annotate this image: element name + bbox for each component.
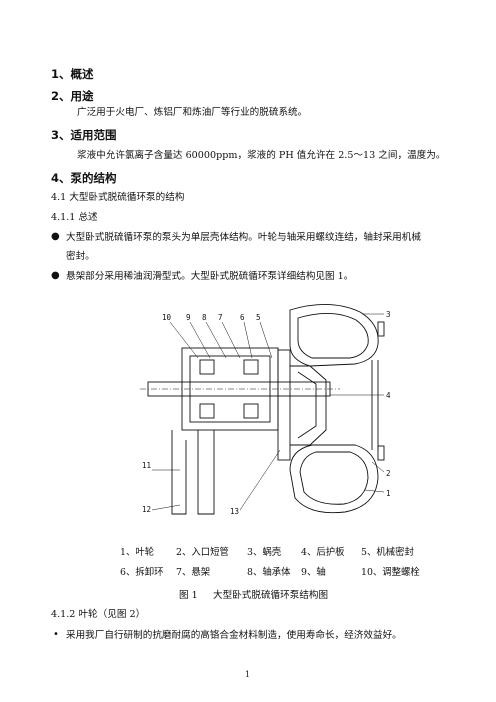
callout-8: 8: [202, 313, 207, 322]
flange-block: [377, 445, 385, 461]
back-liner-shape: [277, 349, 291, 461]
pump-structure-drawing: 10 9 8 7 6 5 3 4 2 1 11 12 13: [140, 304, 391, 516]
figure-caption-number: 图 1: [179, 590, 198, 601]
bullet-filled-icon: ●: [51, 270, 60, 281]
leader-line: [259, 321, 273, 359]
support-leg-shape: [171, 430, 187, 515]
legend-item: 5、机械密封: [361, 547, 414, 558]
leader-line: [189, 321, 211, 359]
support-leg-shape: [197, 430, 215, 515]
usage-text: 广泛用于火电厂、炼铝厂和炼油厂等行业的脱硫系统。: [77, 107, 308, 118]
heading-scope: 3、适用范围: [51, 128, 117, 142]
callout-2: 2: [386, 469, 391, 478]
bearing-shape: [243, 359, 259, 375]
bullet-filled-icon: ●: [51, 231, 60, 242]
leader-line: [151, 504, 181, 511]
legend-item: 9、轴: [301, 567, 326, 578]
callout-13: 13: [230, 507, 239, 516]
callout-7: 7: [218, 313, 223, 322]
scope-text: 浆液中允许氯离子含量达 60000ppm，浆液的 PH 值允许在 2.5～13 …: [77, 150, 446, 161]
leader-line: [243, 321, 253, 359]
page-number: 1: [245, 670, 251, 679]
legend-item: 3、蜗壳: [247, 547, 282, 558]
callout-5: 5: [256, 313, 261, 322]
bullet-2: 悬架部分采用稀油润滑型式。大型卧式脱硫循环泵详细结构见图 1。: [66, 271, 354, 282]
bullet-1-line-2: 密封。: [66, 251, 95, 262]
callout-9: 9: [186, 313, 191, 322]
bullet-1-line-1: 大型卧式脱硫循环泵的泵头为单层壳体结构。叶轮与轴采用螺纹连结，轴封采用机械: [66, 232, 421, 243]
subheading-4-1-2: 4.1.2 叶轮（见图 2）: [51, 609, 146, 620]
bearing-shape: [199, 403, 215, 419]
legend-item: 7、悬架: [176, 567, 211, 578]
flange-block: [377, 321, 385, 337]
leader-line: [364, 489, 385, 493]
leader-line: [169, 321, 199, 359]
bearing-shape: [199, 359, 215, 375]
bullet-3: 采用我厂自行研制的抗磨耐腐的高铬合金材料制造，使用寿命长，经济效益好。: [66, 630, 402, 641]
volute-upper-inner-shape: [297, 313, 369, 359]
callout-11: 11: [142, 461, 151, 470]
volute-lower-shape: [289, 444, 379, 514]
callout-6: 6: [240, 313, 245, 322]
callout-3: 3: [386, 310, 391, 319]
legend-item: 8、轴承体: [247, 567, 291, 578]
callout-12: 12: [142, 505, 151, 514]
callout-4: 4: [386, 391, 391, 400]
legend-item: 4、后护板: [301, 547, 345, 558]
bearing-shape: [243, 403, 259, 419]
leader-line: [205, 321, 227, 359]
heading-usage: 2、用途: [51, 89, 94, 103]
impeller-inner-shape: [297, 371, 317, 439]
leader-line: [371, 461, 385, 473]
volute-lower-inner-shape: [299, 451, 369, 505]
leader-line: [239, 449, 281, 511]
subheading-4-1-1: 4.1.1 总述: [51, 212, 98, 223]
leader-line: [221, 321, 241, 359]
callout-1: 1: [386, 489, 391, 498]
figure-caption-text: 大型卧式脱硫循环泵结构图: [213, 590, 329, 601]
bullet-small-icon: •: [53, 629, 59, 640]
subheading-4-1: 4.1 大型卧式脱硫循环泵的结构: [51, 192, 185, 203]
callout-10: 10: [162, 313, 172, 322]
heading-structure: 4、泵的结构: [51, 171, 117, 185]
impeller-shape: [290, 365, 327, 446]
legend-item: 6、拆卸环: [120, 567, 164, 578]
volute-upper-shape: [289, 304, 379, 367]
legend-item: 1、叶轮: [120, 547, 155, 558]
legend-item: 10、调整螺栓: [361, 567, 420, 578]
heading-overview: 1、概述: [51, 67, 94, 81]
legend-item: 2、入口短管: [176, 547, 229, 558]
